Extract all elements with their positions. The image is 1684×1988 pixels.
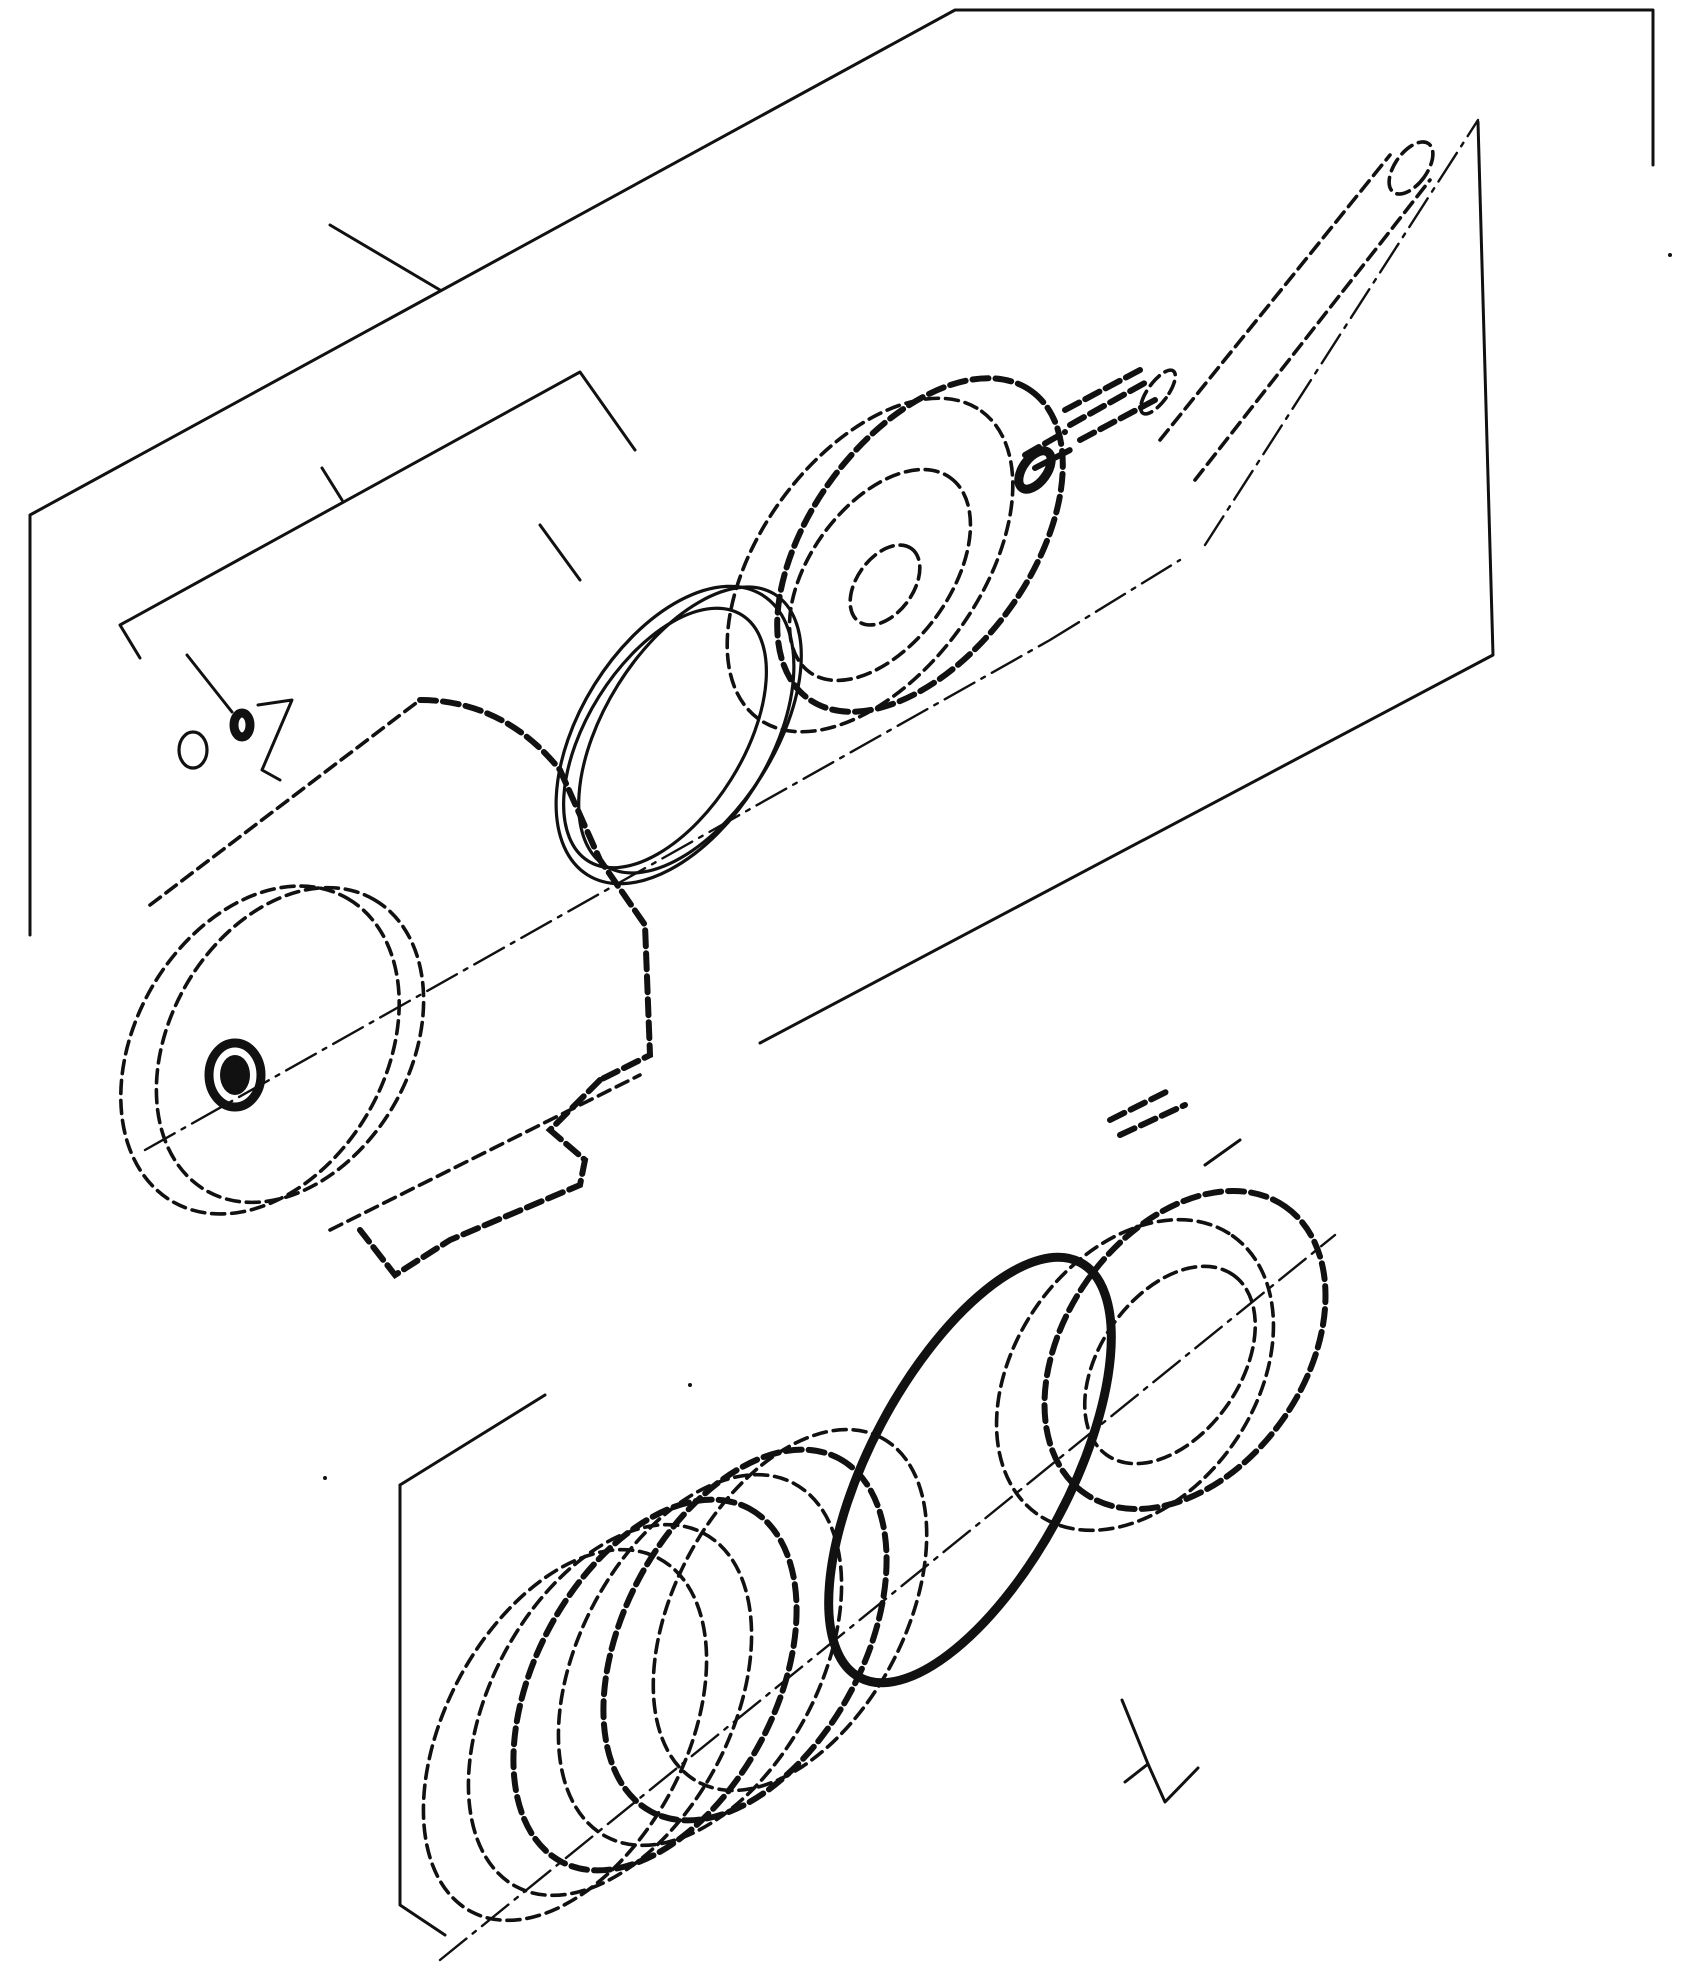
- stray-mark: [1668, 253, 1672, 257]
- piston-stud: [1107, 1087, 1188, 1138]
- inner-bracket-tick: [320, 466, 344, 502]
- shaft-collar: [1138, 368, 1178, 416]
- upper-center-axis: [143, 118, 1480, 1152]
- shaft-body: [1158, 153, 1432, 482]
- bolt-leader-line: [185, 653, 234, 714]
- stray-mark: [688, 1383, 692, 1387]
- piston-face: [994, 1217, 1276, 1533]
- clutch-disc-4: [556, 1472, 844, 1848]
- drum-back-profile: [417, 697, 654, 1083]
- drum-hub-bore: [220, 1055, 250, 1095]
- retaining-ring: [1014, 446, 1056, 494]
- clutch-disc-pack: [421, 1427, 929, 1923]
- leader-line-top: [328, 223, 442, 292]
- clutch-disc-3: [510, 1496, 800, 1874]
- o-ring-leader-line: [1120, 1698, 1150, 1766]
- pressure-plate-hub: [848, 543, 922, 627]
- o-ring: [824, 1252, 1116, 1688]
- drum-front-face: [119, 884, 401, 1216]
- drum-lower-profile: [357, 1077, 603, 1279]
- bolt-head: [229, 708, 255, 742]
- stray-mark: [323, 1476, 327, 1480]
- shaft-end: [1387, 140, 1435, 196]
- drum-front-rim: [154, 885, 426, 1205]
- bolt-and-washer: [177, 698, 294, 782]
- lower-leader-tick: [1123, 1762, 1200, 1804]
- seal-ring-inner: [562, 606, 768, 870]
- pressure-plate: [725, 375, 1066, 734]
- outer-bracket-line: [28, 8, 1655, 937]
- output-shaft: [1022, 140, 1435, 482]
- bolt-bracket: [256, 698, 294, 782]
- seal-ring: [554, 584, 803, 886]
- piston-rim: [1041, 1187, 1329, 1513]
- lower-bracket-line: [398, 1483, 447, 1937]
- pressure-plate-inner-ring: [787, 467, 973, 683]
- piston: [994, 1087, 1329, 1533]
- clutch-disc-5: [600, 1446, 890, 1824]
- drum-side-lines: [148, 698, 642, 1232]
- inner-bracket-line: [118, 370, 637, 660]
- shaft-splines: [1062, 367, 1158, 443]
- o-ring-outline: [824, 1252, 1116, 1688]
- clutch-disc-1: [421, 1547, 709, 1923]
- retaining-ring-outline: [1014, 446, 1056, 494]
- ring-leader-line: [538, 523, 582, 582]
- clutch-disc-6: [651, 1427, 929, 1793]
- drum-hub-outer: [204, 1038, 266, 1112]
- piston-leader-line: [1203, 1138, 1242, 1167]
- clutch-drum: [119, 697, 654, 1279]
- upper-assembly-frame: [28, 8, 1655, 1045]
- pressure-plate-rim: [774, 375, 1066, 715]
- clutch-disc-2: [466, 1522, 754, 1898]
- washer: [177, 730, 209, 770]
- lower-center-axis: [438, 1233, 1337, 1962]
- pressure-plate-face: [725, 396, 1015, 734]
- lower-assembly-frame: [398, 1138, 1242, 1937]
- lower-bracket-top: [398, 1393, 547, 1487]
- right-bracket-line: [758, 120, 1495, 1045]
